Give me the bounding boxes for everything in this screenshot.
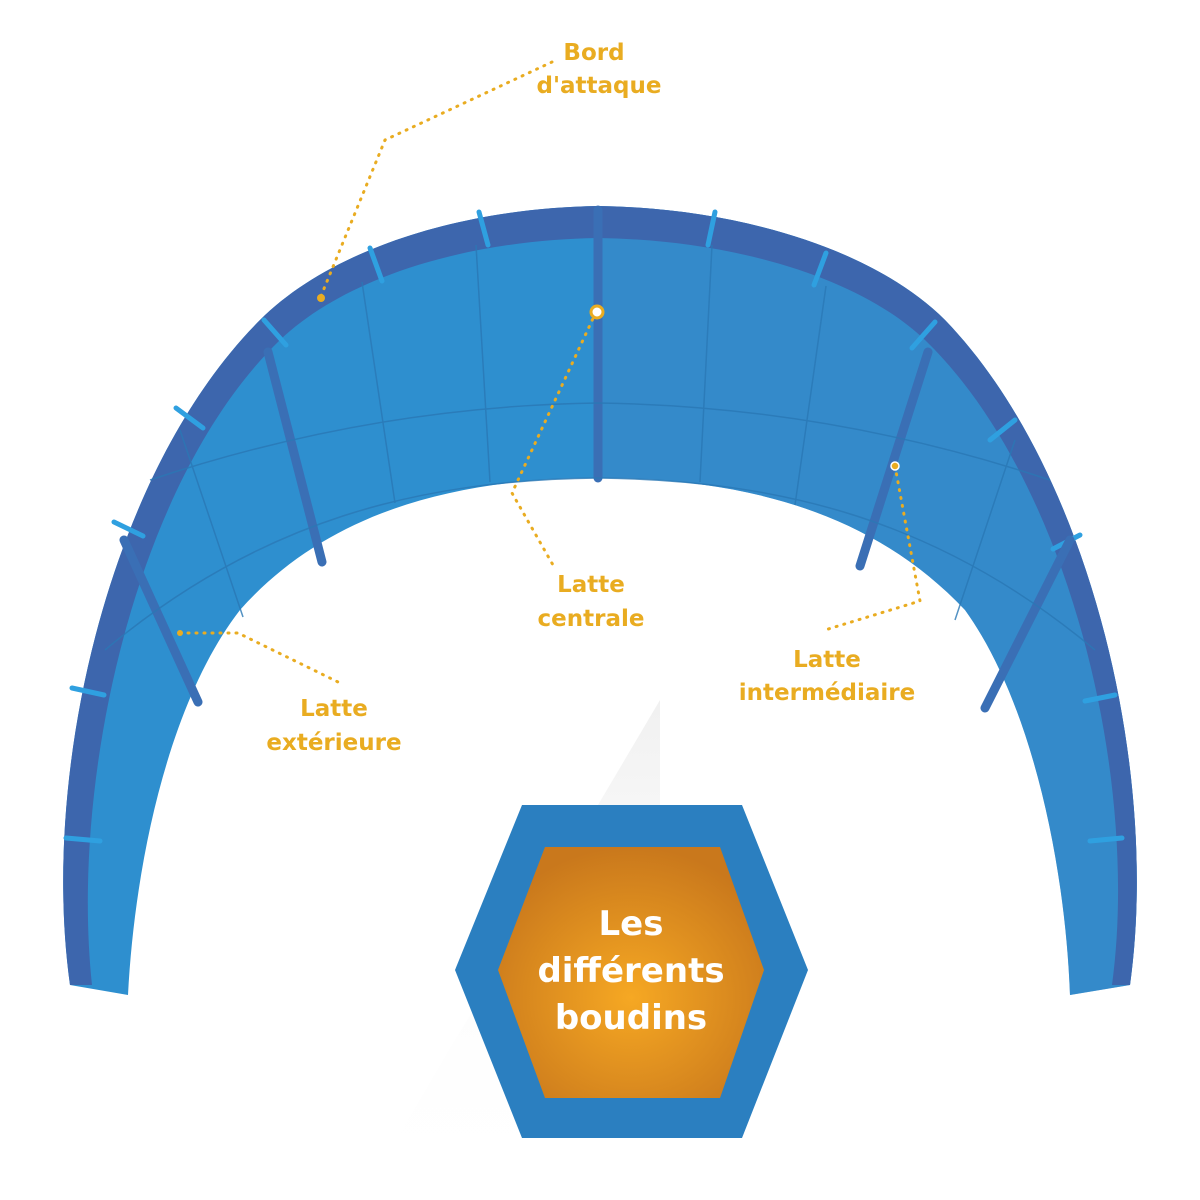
callout-leaders [178, 60, 922, 684]
label-outer-strut-line-1: Latte [300, 696, 368, 722]
callout-dots [177, 294, 900, 636]
title-badge: Les différents boudins [455, 805, 808, 1138]
intermediate-strut-right [855, 347, 933, 571]
struts [119, 205, 1075, 713]
badge-line-3: boudins [555, 998, 707, 1038]
badge-inner-fill [498, 847, 764, 1098]
label-central-strut-line-2: centrale [538, 606, 645, 632]
leader-central-strut [510, 310, 598, 567]
leader-leading-edge [319, 60, 554, 298]
dot-central-strut [589, 304, 605, 320]
leader-outer-strut [178, 631, 340, 684]
label-leading-edge-line-2: d'attaque [537, 73, 662, 99]
leading-edge-joints [63, 209, 1125, 844]
callout-labels: Bord d'attaque Latte centrale Latte inte… [266, 40, 915, 756]
label-central-strut-line-1: Latte [557, 572, 625, 598]
panel-seams [104, 244, 1096, 651]
dot-intermediate-strut [890, 461, 900, 471]
label-intermediate-strut-line-1: Latte [793, 647, 861, 673]
outer-strut-left [119, 535, 203, 707]
label-leading-edge-line-1: Bord [563, 40, 624, 66]
label-intermediate-strut-line-2: intermédiaire [739, 680, 915, 706]
dot-leading-edge [317, 294, 325, 302]
leader-intermediate-strut [823, 464, 922, 632]
kite-canopy [63, 205, 1137, 995]
badge-line-1: Les [599, 904, 664, 944]
badge-line-2: différents [537, 951, 724, 991]
dot-outer-strut [177, 630, 183, 636]
outer-strut-right [980, 535, 1075, 713]
label-outer-strut-line-2: extérieure [266, 730, 401, 756]
